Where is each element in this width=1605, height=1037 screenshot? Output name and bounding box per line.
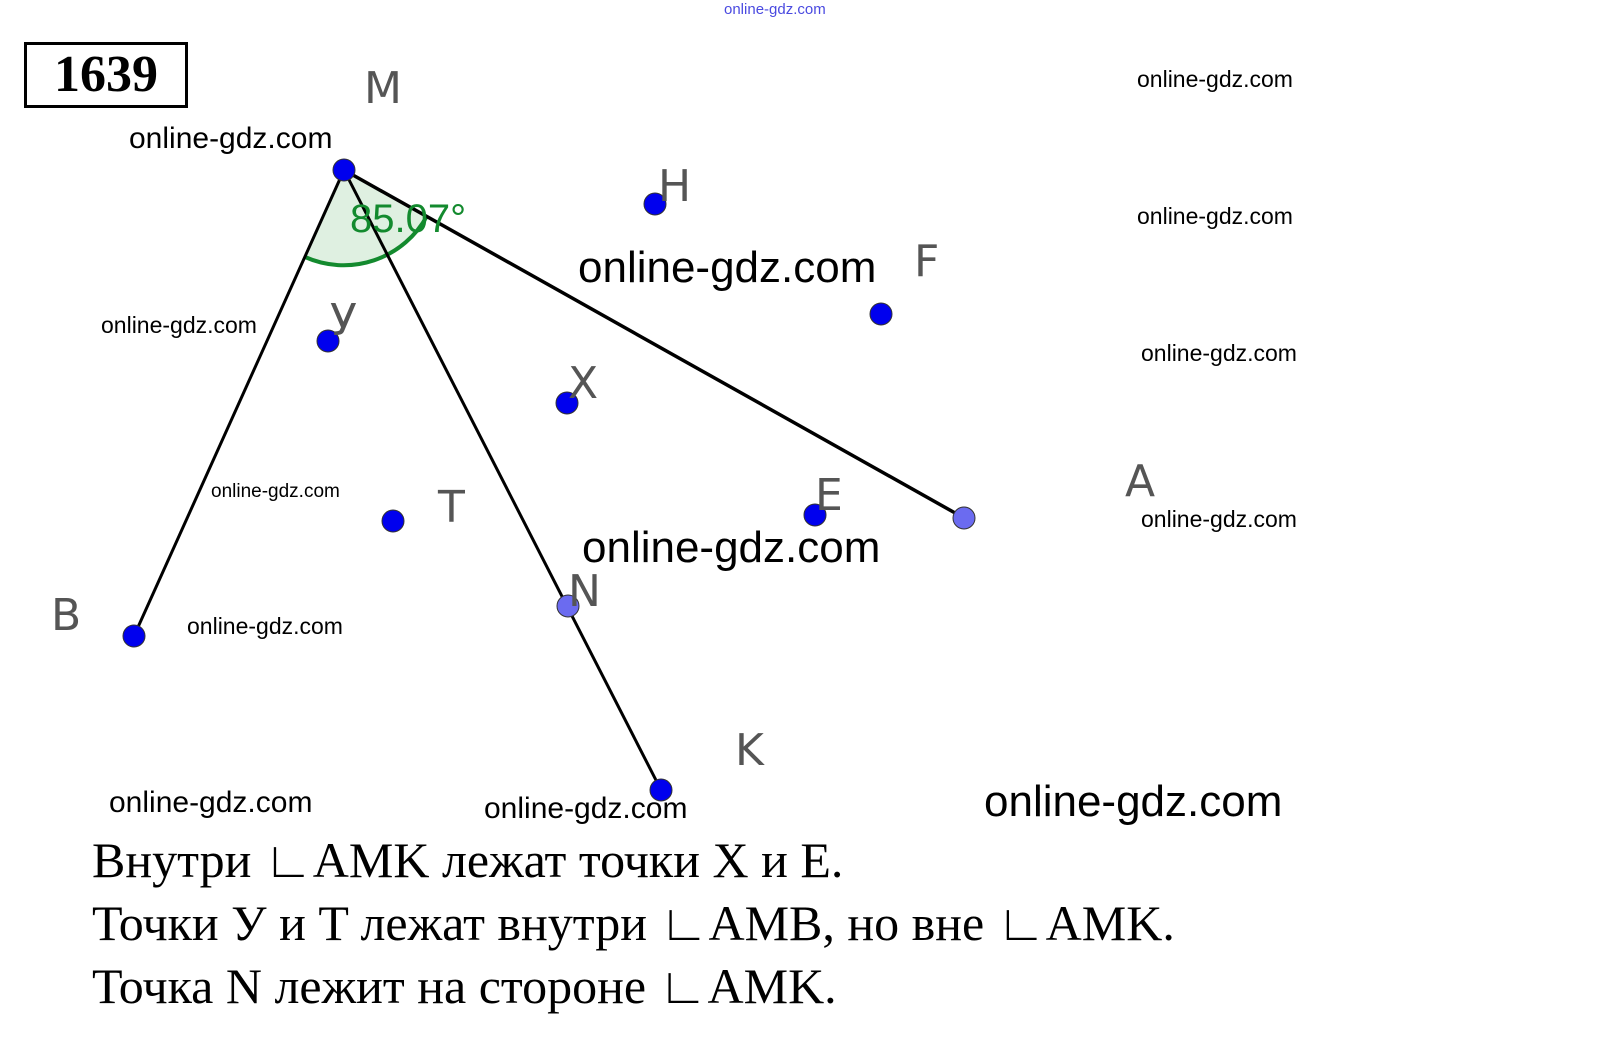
point-label-N: N <box>568 566 601 617</box>
watermark: online-gdz.com <box>582 523 881 572</box>
watermark: online-gdz.com <box>187 613 343 639</box>
angle-label: 85.07° <box>350 197 466 241</box>
point-label-X: X <box>568 358 598 409</box>
point-E <box>803 503 827 527</box>
point-label-E: E <box>815 470 843 521</box>
watermark: online-gdz.com <box>1137 203 1293 229</box>
point-label-H: H <box>658 161 691 212</box>
point-K <box>649 778 673 802</box>
watermark: online-gdz.com <box>484 792 688 825</box>
point-label-Y: У <box>330 295 357 346</box>
ray-MB <box>132 169 346 637</box>
point-A <box>952 506 976 530</box>
watermark: online-gdz.com <box>578 243 877 292</box>
point-F <box>869 302 893 326</box>
watermark: online-gdz.com <box>1141 340 1297 366</box>
watermark: online-gdz.com <box>129 122 333 155</box>
watermark: online-gdz.com <box>1141 506 1297 532</box>
point-label-M: M <box>364 63 402 114</box>
problem-number: 1639 <box>24 42 188 108</box>
answer-line-3: Точка N лежит на стороне ∟AMK. <box>92 958 837 1014</box>
ray-MK <box>342 169 663 791</box>
watermark: online-gdz.com <box>109 786 313 819</box>
angle-arc <box>304 215 429 268</box>
watermark: online-gdz.com <box>211 481 340 502</box>
point-H <box>643 192 667 216</box>
point-N <box>556 594 580 618</box>
point-T <box>381 509 405 533</box>
answer-line-2: Точки У и T лежат внутри ∟AMB, но вне ∟A… <box>92 895 1175 951</box>
point-Y <box>316 329 340 353</box>
watermark: online-gdz.com <box>101 312 257 338</box>
watermark-top: online-gdz.com <box>724 1 826 18</box>
point-label-B: B <box>51 590 81 641</box>
point-label-K: K <box>735 725 765 776</box>
point-X <box>555 391 579 415</box>
angle-sector <box>305 170 427 266</box>
point-M <box>332 158 356 182</box>
point-label-T: T <box>437 482 465 533</box>
point-label-A: A <box>1125 456 1155 507</box>
watermark: online-gdz.com <box>984 777 1283 826</box>
ray-MA <box>343 168 965 520</box>
point-label-F: F <box>914 236 939 287</box>
watermark: online-gdz.com <box>1137 66 1293 92</box>
point-B <box>122 624 146 648</box>
answer-line-1: Внутри ∟AMK лежат точки X и E. <box>92 832 844 888</box>
